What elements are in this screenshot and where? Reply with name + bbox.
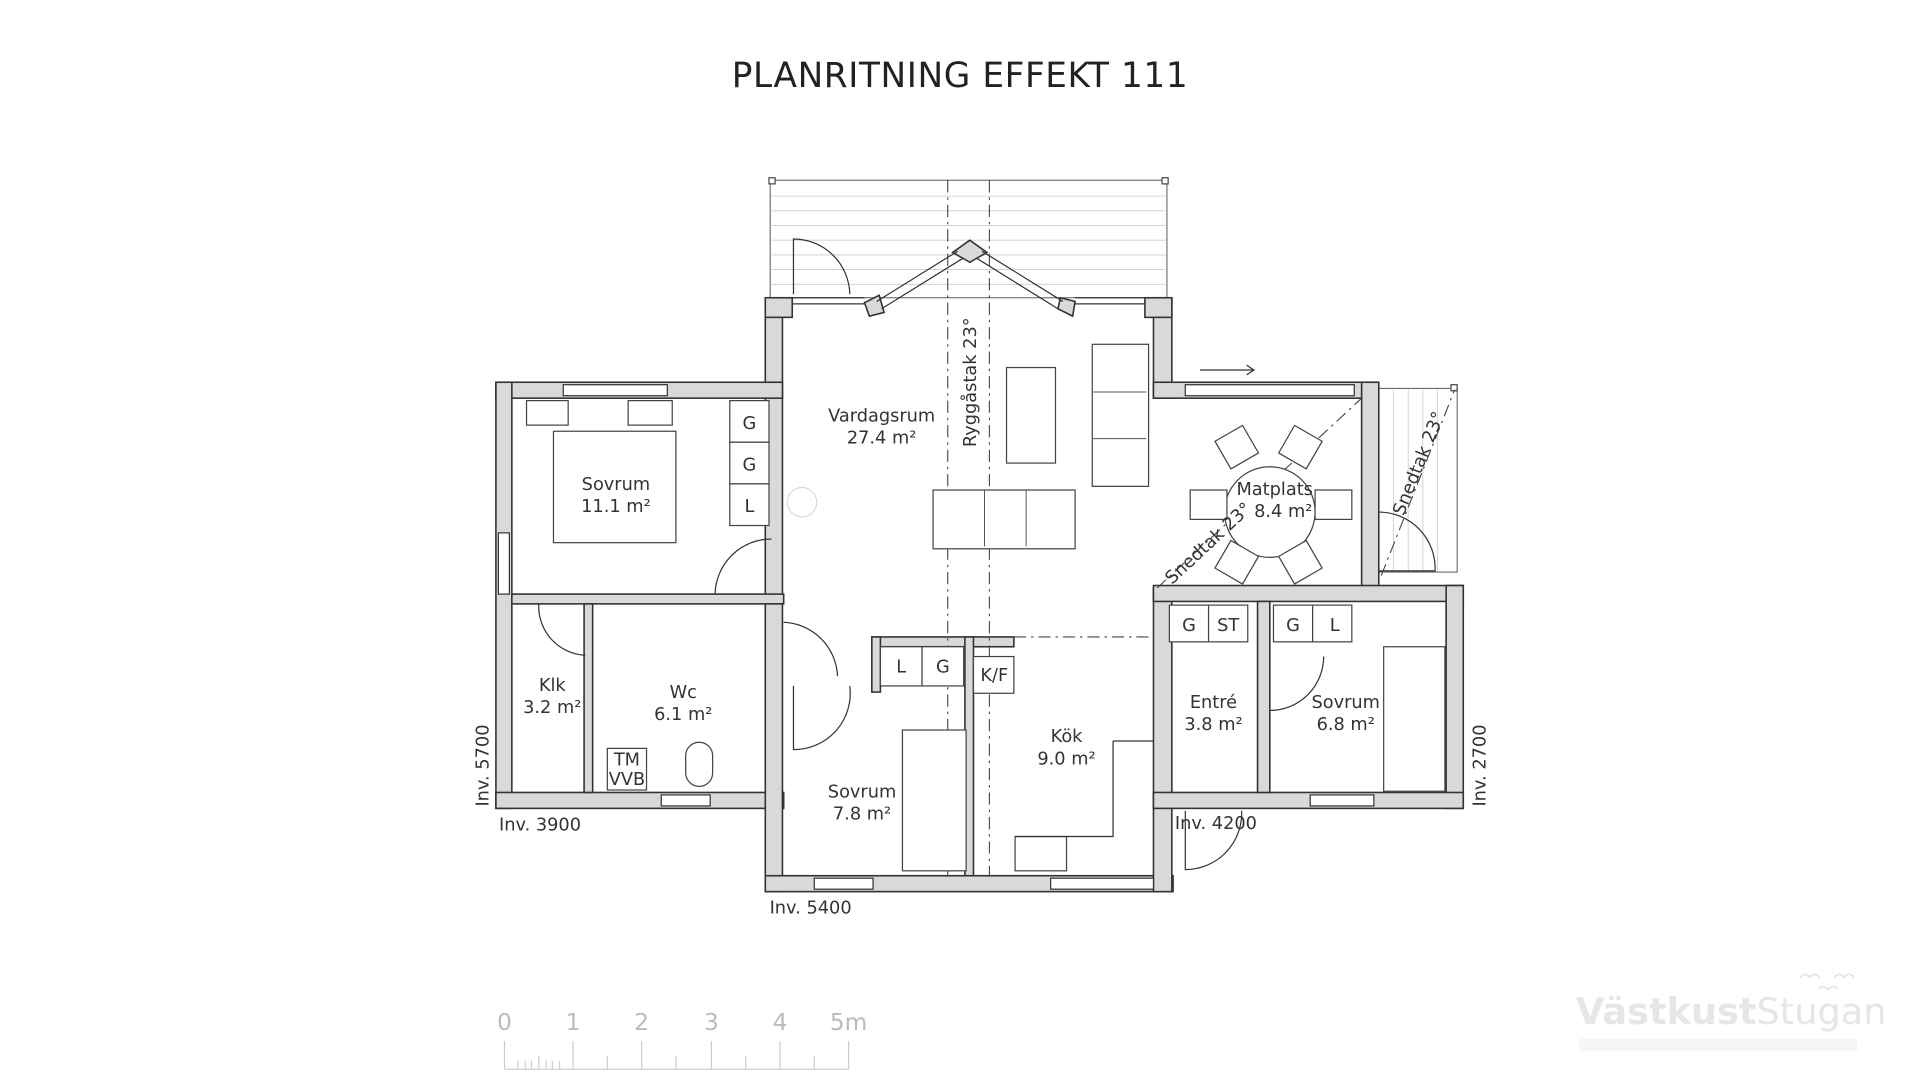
dimension-left-vertical: Inv. 5700 [474,724,494,806]
terrace-top [768,177,1169,299]
room-area: 27.4 m² [847,428,917,448]
scale-label: 3 [704,1009,719,1036]
closet-label: L [744,497,754,517]
closet-label: K/F [980,666,1008,686]
vastkuststugan-logo: VästkustStugan [1576,973,1887,1051]
scale-label: 1 [566,1009,581,1036]
closet-label: ST [1217,616,1239,636]
closet-label: L [1330,616,1340,636]
roof-label-terrace: Snedtak 23° [1390,409,1450,518]
closet-label: G [936,657,950,677]
room-name: Klk [539,676,567,696]
room-area: 7.8 m² [833,804,891,824]
walls [495,239,1465,893]
room-area: 3.2 m² [523,698,581,718]
roof-label-ridge: Ryggåstak 23° [960,317,981,447]
closet-label: G [743,414,757,434]
scale-label: 5m [830,1009,867,1036]
furniture [525,343,1446,872]
closet-label: VVB [609,770,645,790]
room-area: 6.8 m² [1317,715,1375,735]
plan-title: PLANRITNING EFFEKT 111 [732,56,1189,96]
scale-label: 2 [634,1009,649,1036]
dimension-center-bottom: Inv. 5400 [770,899,852,919]
room-name: Sovrum [828,782,896,802]
dimension-left-bottom: Inv. 3900 [499,815,581,835]
closet-label: G [1286,616,1300,636]
room-name: Vardagsrum [828,406,935,426]
room-name: Sovrum [582,475,650,495]
room-name: Entré [1190,693,1237,713]
room-name: Kök [1051,727,1084,747]
scale-label: 4 [773,1009,788,1036]
dimension-right-vertical: Inv. 2700 [1470,724,1490,806]
svg-text:VästkustStugan: VästkustStugan [1576,990,1887,1033]
room-labels: Vardagsrum 27.4 m² Sovrum 11.1 m² Klk 3.… [523,406,1380,824]
dimension-right-bottom: Inv. 4200 [1175,814,1257,834]
room-area: 3.8 m² [1184,715,1242,735]
room-name: Wc [670,683,697,703]
closet-label: G [1182,616,1196,636]
closet-label: G [743,455,757,475]
room-area: 11.1 m² [581,497,651,517]
scale-bar [503,1041,850,1070]
room-name: Sovrum [1311,693,1379,713]
scale-label: 0 [497,1009,512,1036]
room-area: 6.1 m² [654,705,712,725]
closet-label: TM [613,751,640,771]
room-name: Matplats [1236,480,1312,500]
room-area: 8.4 m² [1254,502,1312,522]
closets: G G L L G K/F G ST G L TM VVB [606,400,1353,791]
closet-label: L [896,657,906,677]
room-area: 9.0 m² [1037,749,1095,769]
